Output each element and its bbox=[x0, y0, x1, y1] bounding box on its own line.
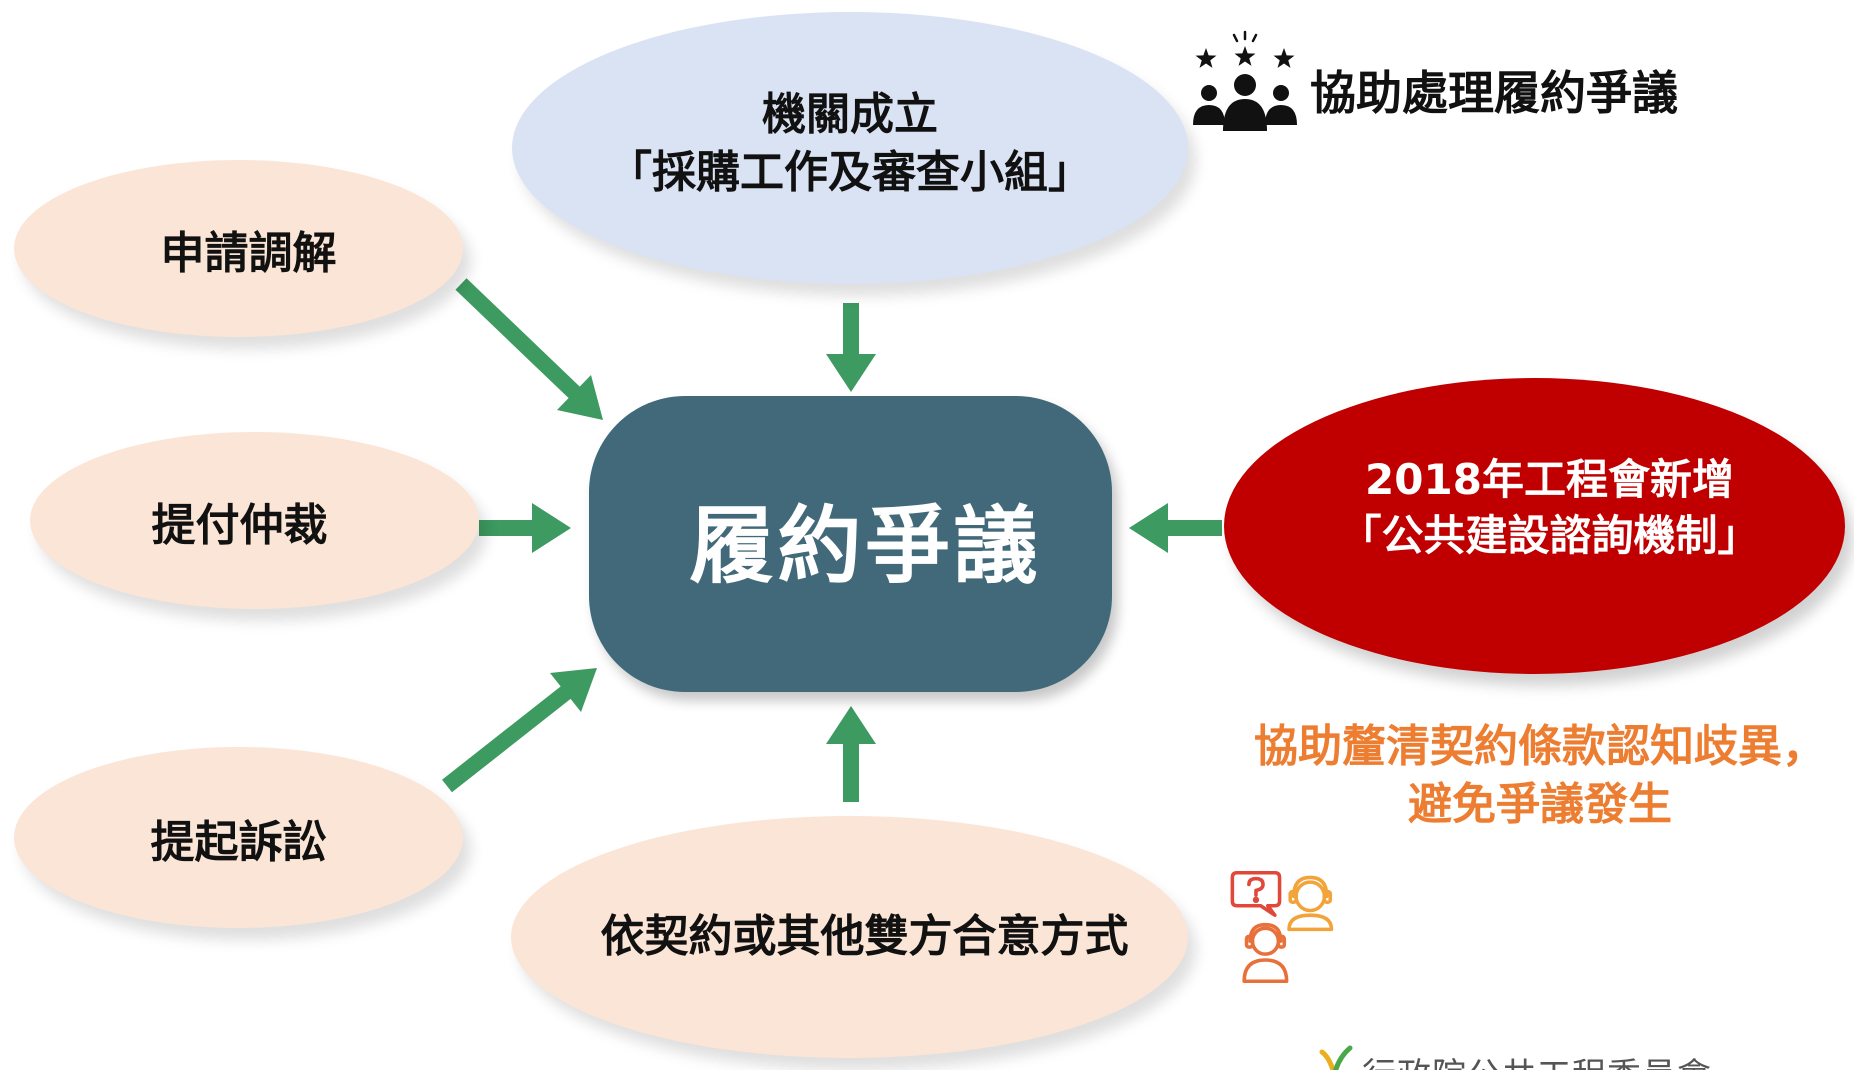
arrow-shaft bbox=[442, 683, 574, 793]
arrow-shaft bbox=[455, 278, 584, 402]
arrow-bottom-up bbox=[826, 706, 876, 802]
arrow-lower-left-diagonal bbox=[442, 668, 597, 793]
node-consultation-mechanism: 2018年工程會新增 「公共建設諮詢機制」 bbox=[1224, 378, 1845, 674]
arrow-right-middle bbox=[1129, 503, 1222, 553]
node-arbitration: 提付仲裁 bbox=[30, 432, 479, 609]
arrow-head bbox=[532, 503, 571, 553]
agency-logo: 行政院公共工程委員會 bbox=[1316, 1044, 1746, 1070]
node-litigation: 提起訴訟 bbox=[14, 747, 463, 928]
center-node-contract-dispute: 履約爭議 bbox=[589, 396, 1112, 692]
consultation-icon bbox=[1230, 870, 1334, 984]
arrow-head bbox=[557, 375, 603, 420]
arrow-top-down bbox=[826, 303, 876, 392]
node-line: 「採購工作及審查小組」 bbox=[608, 147, 1092, 198]
note-line: 避免爭議發生 bbox=[1408, 779, 1672, 830]
node-line: 機關成立 bbox=[762, 89, 938, 140]
node-line: 2018年工程會新增 bbox=[1365, 455, 1734, 504]
node-mediation: 申請調解 bbox=[14, 160, 463, 337]
agency-logo-icon bbox=[1319, 1045, 1353, 1070]
agency-logo-text: 行政院公共工程委員會 bbox=[1362, 1048, 1712, 1070]
header-note-text: 協助處理履約爭議 bbox=[1310, 66, 1678, 120]
header-note: 協助處理履約爭議 bbox=[1190, 26, 1678, 136]
node-line: 「公共建設諮詢機制」 bbox=[1339, 511, 1760, 560]
node-label: 提付仲裁 bbox=[151, 499, 328, 551]
node-mutual-agreement: 依契約或其他雙方合意方式 bbox=[511, 816, 1188, 1058]
note-line: 協助釐清契約條款認知歧異， bbox=[1254, 721, 1826, 772]
arrow-head bbox=[826, 706, 876, 744]
center-label: 履約爭議 bbox=[689, 496, 1042, 595]
consultation-note: 協助釐清契約條款認知歧異， 避免爭議發生 bbox=[1240, 718, 1840, 834]
node-label: 提起訴訟 bbox=[150, 816, 327, 868]
arrow-head bbox=[826, 354, 876, 392]
stars-people-icon bbox=[1193, 30, 1297, 131]
node-label: 申請調解 bbox=[160, 227, 337, 279]
node-label: 依契約或其他雙方合意方式 bbox=[600, 911, 1129, 962]
arrow-left-middle bbox=[479, 503, 571, 553]
node-procurement-review-team: 機關成立 「採購工作及審查小組」 bbox=[512, 12, 1188, 284]
arrow-head bbox=[1129, 503, 1168, 553]
arrow-head bbox=[550, 668, 597, 712]
arrow-upper-left-diagonal bbox=[455, 278, 603, 420]
